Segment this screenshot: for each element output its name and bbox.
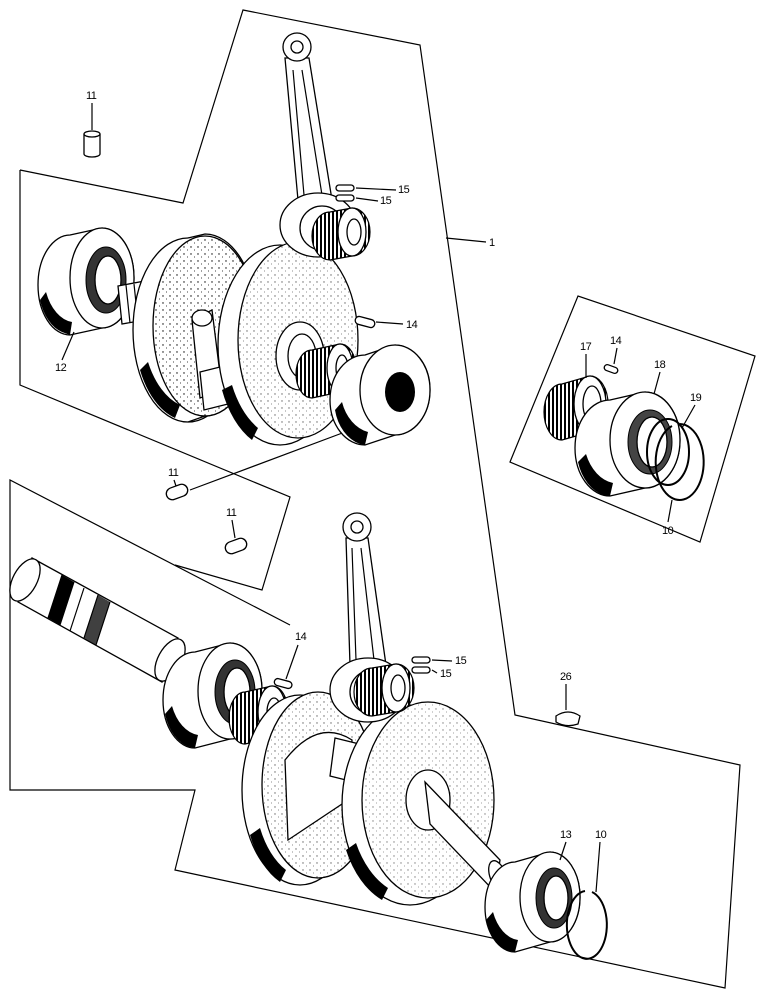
part-label: 15 xyxy=(440,668,452,680)
dowel-pin-11-top xyxy=(83,130,101,158)
part-label: 12 xyxy=(55,362,67,374)
part-label: 11 xyxy=(226,507,237,519)
pin-15-lower-b xyxy=(411,666,431,674)
ball-bearing-13 xyxy=(484,851,581,953)
bearing-18 xyxy=(574,391,681,497)
woodruff-key-26 xyxy=(555,711,581,727)
circlip-10-lower xyxy=(565,890,608,960)
pin-15-top-a xyxy=(335,184,355,192)
part-label: 13 xyxy=(560,829,572,841)
part-label: 26 xyxy=(560,671,572,683)
part-label: 15 xyxy=(398,184,410,196)
part-label: 14 xyxy=(295,631,307,643)
bearing-collar-top xyxy=(329,344,431,446)
part-label: 10 xyxy=(595,829,607,841)
bearing-inset-box xyxy=(509,295,756,543)
dowel-pin-11-middle xyxy=(165,483,189,501)
pin-14-inset xyxy=(603,363,619,375)
dowel-pin-11-lower xyxy=(224,537,248,555)
part-label: 15 xyxy=(380,195,392,207)
pin-14-top xyxy=(354,315,376,329)
part-label: 19 xyxy=(690,392,702,404)
assembly-guide-line xyxy=(189,431,346,491)
part-label: 11 xyxy=(168,467,179,479)
part-labels: 11 15 15 1 14 12 17 14 18 19 10 11 11 14… xyxy=(55,90,702,841)
needle-bearing-top xyxy=(311,207,371,261)
needle-bearing-lower xyxy=(353,663,415,717)
part-label: 1 xyxy=(489,237,495,249)
ring-19 xyxy=(646,418,690,486)
leader-lines xyxy=(61,103,696,893)
part-label: 11 xyxy=(86,90,97,102)
part-label: 17 xyxy=(580,341,592,353)
ball-bearing-12 xyxy=(37,227,135,336)
part-label: 14 xyxy=(406,319,418,331)
part-label: 10 xyxy=(662,525,674,537)
part-label: 14 xyxy=(610,335,622,347)
pin-14-lower xyxy=(273,677,293,690)
pin-15-top-b xyxy=(335,194,355,202)
flywheel-right-lower xyxy=(341,701,495,906)
part-label: 15 xyxy=(455,655,467,667)
circlip-10-inset xyxy=(654,423,705,501)
part-label: 18 xyxy=(654,359,666,371)
crankshaft-left-end xyxy=(9,557,186,683)
pin-15-lower-a xyxy=(411,656,431,664)
assembly-outline xyxy=(9,9,756,989)
